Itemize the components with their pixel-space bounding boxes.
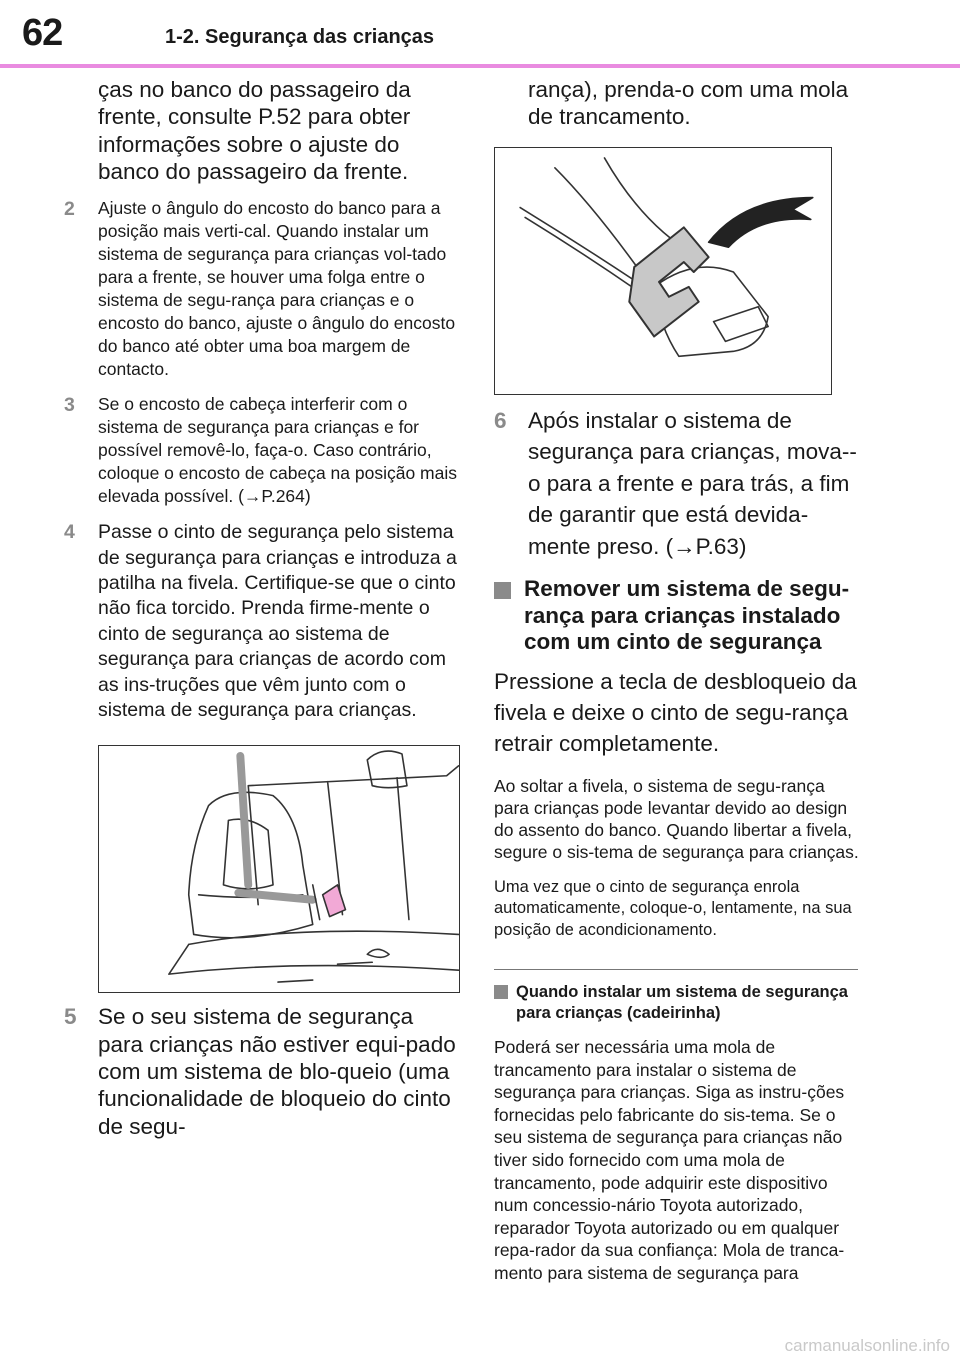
header-rule [0, 64, 960, 68]
step-text: Passe o cinto de segurança pelo sistema … [98, 521, 457, 722]
watermark: carmanualsonline.info [784, 1336, 950, 1355]
step-text: Se o encosto de cabeça interferir com o … [98, 394, 457, 507]
sub-body: Poderá ser necessária uma mola de tranca… [494, 1037, 845, 1284]
arrow-icon [707, 196, 814, 248]
section-divider [494, 969, 858, 971]
step-number: 6 [494, 407, 507, 433]
left-column: ças no banco do passageiro da frente, co… [64, 76, 460, 1140]
step-4: 4 Passe o cinto de segurança pelo sistem… [64, 520, 460, 723]
step-text: Se o seu sistema de segurança para crian… [98, 1004, 456, 1139]
step-2: 2 Ajuste o ângulo do encosto do banco pa… [64, 197, 460, 381]
continuation-text: ças no banco do passageiro da frente, co… [98, 77, 411, 184]
square-bullet-icon [494, 582, 511, 600]
step-text: Ajuste o ângulo do encosto do banco para… [98, 198, 456, 380]
note-2: Uma vez que o cinto de segurança enrola … [494, 877, 852, 939]
note-1: Ao soltar a fivela, o sistema de segu-ra… [494, 775, 859, 862]
step-number: 3 [64, 394, 75, 417]
sub-heading: Quando instalar um sistema de segurança … [494, 982, 864, 1024]
step-6: 6 Após instalar o sistema de segurança p… [494, 405, 864, 563]
heading-body: Pressione a tecla de desbloqueio da five… [494, 668, 857, 756]
step-5: 5 Se o seu sistema de segurança para cri… [64, 1003, 460, 1139]
right-column: rança), prenda-o com uma mola de trancam… [494, 76, 864, 1285]
section-title: 1-2. Segurança das crianças [165, 26, 435, 48]
page-number: 62 [22, 12, 63, 54]
heading-text: Remover um sistema de segu-rança para cr… [524, 576, 850, 655]
square-bullet-icon [494, 985, 508, 1000]
step-number: 5 [64, 1004, 77, 1030]
step-number: 2 [64, 198, 75, 221]
child-seat-illustration [98, 745, 460, 994]
step-3: 3 Se o encosto de cabeça interferir com … [64, 393, 460, 508]
locking-clip-illustration [494, 146, 832, 395]
section-heading: Remover um sistema de segu-rança para cr… [494, 576, 864, 656]
step-text: Após instalar o sistema de segurança par… [528, 407, 857, 559]
continuation-text: rança), prenda-o com uma mola de trancam… [528, 77, 849, 130]
sub-heading-text: Quando instalar um sistema de segurança … [516, 983, 848, 1023]
step-number: 4 [64, 521, 75, 544]
